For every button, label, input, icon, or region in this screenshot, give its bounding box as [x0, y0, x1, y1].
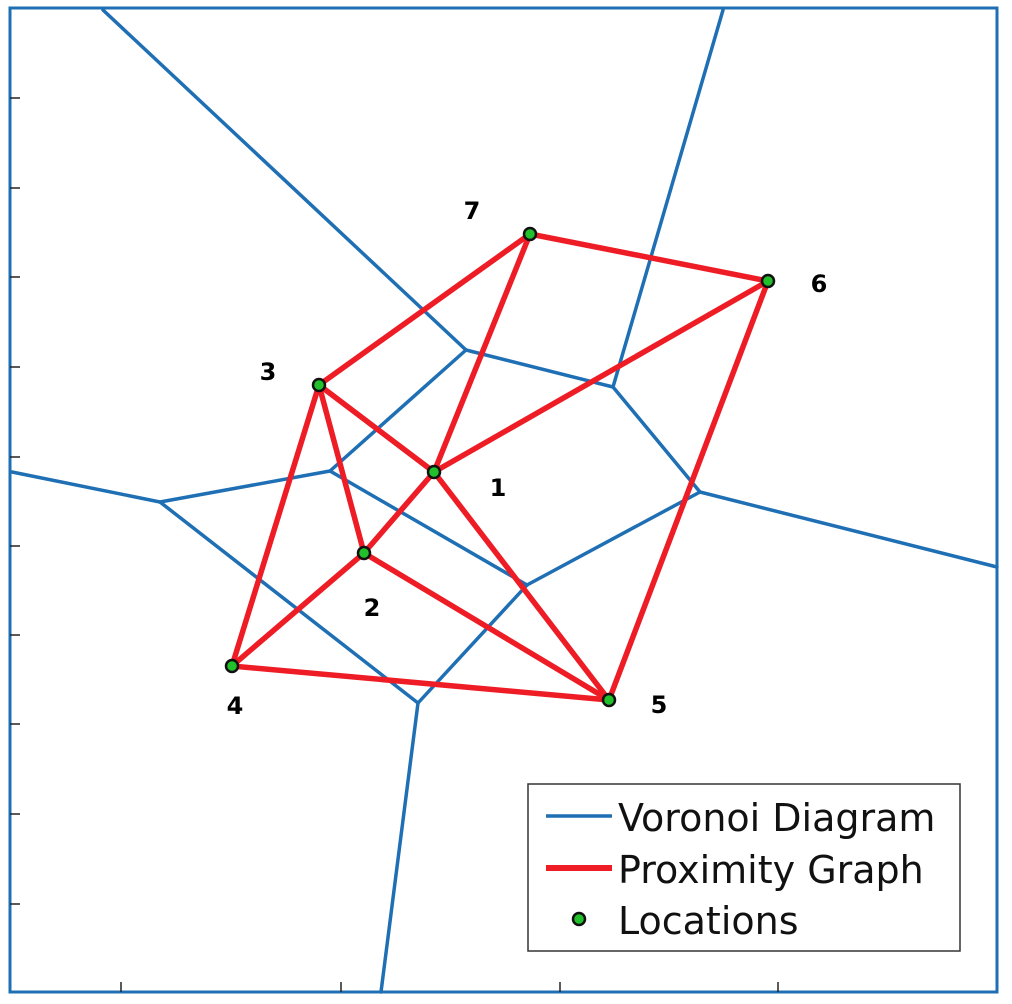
legend-proximity-label: Proximity Graph — [618, 848, 924, 892]
proximity-edge-6-1 — [431, 278, 771, 475]
proximity-graph — [229, 231, 771, 703]
location-marker-6 — [760, 273, 776, 289]
proximity-edge-1-5 — [431, 469, 612, 703]
legend-location-marker — [571, 911, 587, 927]
plot-frame — [8, 6, 999, 994]
proximity-edge-3-2 — [316, 382, 367, 556]
location-label-5: 5 — [651, 691, 668, 719]
location-marker-1 — [426, 464, 442, 480]
proximity-edge-3-4 — [229, 382, 322, 669]
voronoi-edge — [328, 469, 529, 587]
proximity-edge-7-1 — [431, 231, 533, 475]
voronoi-edge — [158, 469, 332, 504]
voronoi-edge — [328, 348, 468, 473]
voronoi-edge — [611, 385, 702, 494]
legend-locations-label: Locations — [618, 899, 799, 943]
location-marker-5 — [601, 692, 617, 708]
voronoi-edge — [158, 500, 420, 705]
axis-ticks — [10, 97, 779, 992]
location-marker-3 — [311, 377, 327, 393]
voronoi-edge — [698, 490, 999, 569]
legend-voronoi-label: Voronoi Diagram — [618, 796, 935, 840]
proximity-edge-3-7 — [316, 231, 533, 388]
proximity-edge-4-5 — [229, 663, 612, 703]
proximity-edge-2-4 — [229, 550, 367, 669]
proximity-edge-3-1 — [316, 382, 437, 475]
voronoi-edge — [10, 470, 162, 504]
location-marker-7 — [522, 226, 538, 242]
voronoi-edge — [101, 8, 468, 352]
voronoi-edge — [525, 490, 702, 587]
location-marker-4 — [224, 658, 240, 674]
proximity-edge-7-6 — [527, 231, 771, 284]
voronoi-edge — [611, 8, 725, 389]
location-label-6: 6 — [811, 270, 828, 298]
voronoi-edge — [379, 701, 420, 994]
legend: Voronoi Diagram Proximity Graph Location… — [527, 783, 961, 952]
locations: 1 2 3 4 5 6 7 — [224, 197, 828, 720]
location-marker-2 — [356, 545, 372, 561]
voronoi-diagram — [10, 8, 999, 994]
proximity-edge-6-5 — [606, 278, 771, 703]
location-label-2: 2 — [364, 594, 381, 622]
proximity-edge-2-5 — [361, 550, 612, 703]
proximity-edge-1-2 — [361, 469, 437, 556]
location-label-7: 7 — [464, 197, 481, 225]
location-label-3: 3 — [260, 358, 277, 386]
location-label-1: 1 — [490, 474, 507, 502]
location-label-4: 4 — [227, 692, 244, 720]
